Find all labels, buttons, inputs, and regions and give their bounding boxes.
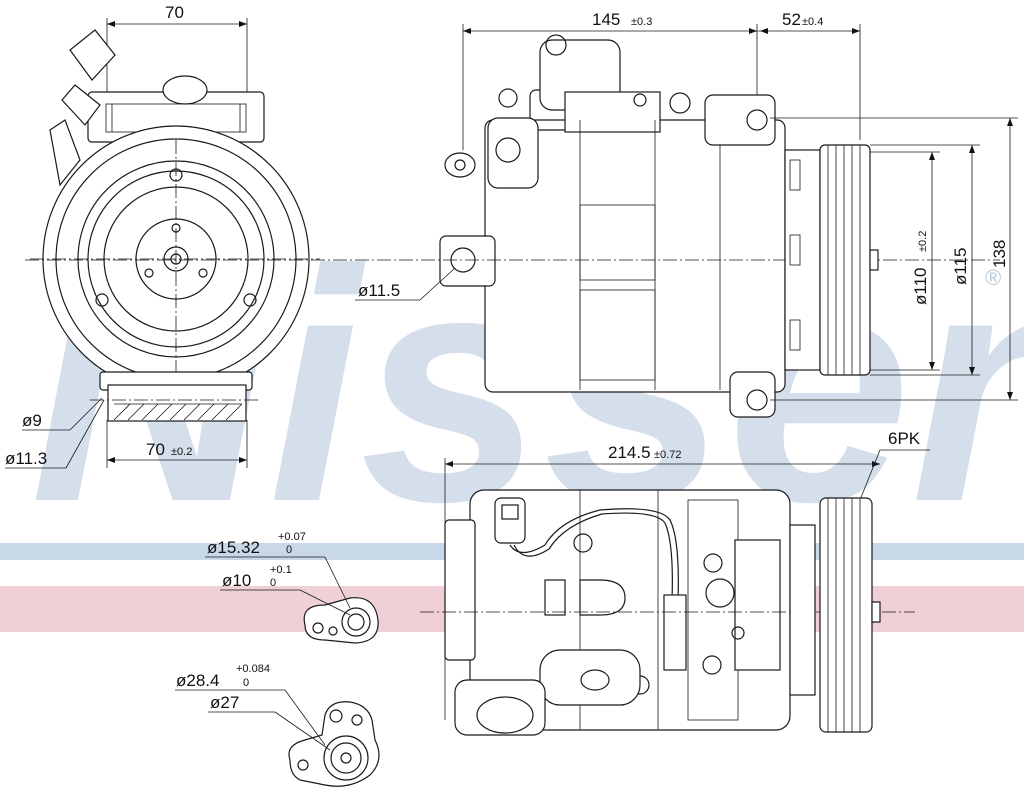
front-hole-large-dim: ø11.3 — [5, 449, 47, 468]
belt-profile-label: 6PK — [888, 429, 921, 448]
port-small-inner-dim: ø10 — [222, 571, 251, 590]
front-bottom-width-tol: ±0.2 — [171, 446, 192, 458]
port-small-outer-tol-upper: +0.07 — [278, 531, 306, 543]
port-small-inner-tol-lower: 0 — [270, 577, 276, 589]
side-pulley-diameter-dim: ø110 — [911, 268, 930, 306]
front-bottom-width-dim: 70 — [146, 440, 165, 459]
watermark-registered-mark: ® — [985, 265, 1001, 290]
bottom-overall-length-dim: 214.5 — [608, 443, 651, 462]
front-top-width-dim: 70 — [165, 3, 184, 22]
side-body-diameter-dim: ø115 — [951, 248, 970, 286]
port-large-inner-dim: ø27 — [210, 693, 239, 712]
side-view: 145 ±0.3 52 ±0.4 — [25, 10, 1018, 418]
side-mount-hole-dim: ø11.5 — [358, 281, 400, 300]
port-small-outer-tol-lower: 0 — [286, 544, 292, 556]
port-large-outer-dim: ø28.4 — [176, 671, 219, 690]
side-length-b-dim: 52 — [782, 10, 801, 29]
bottom-overall-length-tol: ±0.72 — [654, 449, 681, 461]
port-large-outer-tol-lower: 0 — [243, 677, 249, 689]
port-small-inner-tol-upper: +0.1 — [270, 564, 292, 576]
side-length-b-tol: ±0.4 — [802, 16, 823, 28]
port-small-detail: ø15.32 +0.07 0 ø10 +0.1 0 — [205, 531, 379, 644]
front-view: 70 — [5, 3, 320, 469]
bottom-view: 214.5 ±0.72 6PK — [420, 429, 930, 736]
side-pulley-diameter-tol: ±0.2 — [917, 231, 929, 252]
side-height-dim: 138 — [990, 240, 1009, 268]
side-length-a-tol: ±0.3 — [631, 16, 652, 28]
front-bottom-hatch — [113, 403, 243, 421]
side-length-a-dim: 145 — [592, 10, 620, 29]
port-large-detail: ø28.4 +0.084 0 ø27 — [175, 663, 380, 787]
port-large-outer-tol-upper: +0.084 — [236, 663, 270, 675]
front-hole-small-dim: ø9 — [22, 411, 42, 430]
port-small-outer-dim: ø15.32 — [207, 538, 260, 557]
